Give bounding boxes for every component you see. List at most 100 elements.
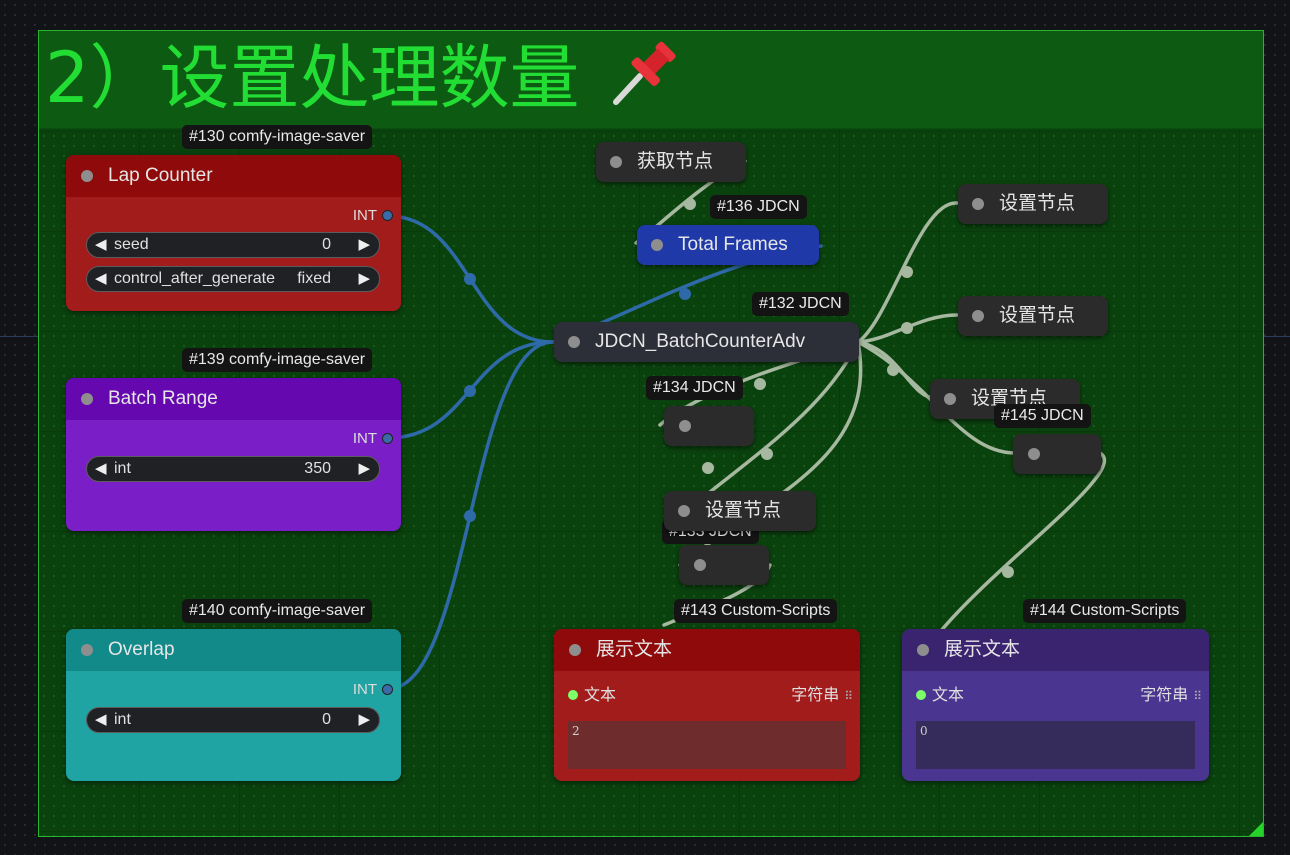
node-show-text-2[interactable]: 展示文本 文本 字符串 ⠿ 0 — [902, 629, 1209, 781]
collapse-dot-icon[interactable] — [81, 393, 93, 405]
widget-label: int — [114, 460, 131, 477]
decrement-arrow-icon[interactable]: ◀ — [95, 711, 107, 728]
group-header[interactable]: 2）设置处理数量 — [39, 31, 1263, 129]
widget-label: control_after_generate — [114, 270, 275, 287]
node-title: Lap Counter — [108, 165, 213, 186]
input-label: 文本 — [584, 687, 617, 704]
decrement-arrow-icon[interactable]: ◀ — [95, 270, 107, 287]
node-set-node-4[interactable]: 设置节点 — [664, 491, 816, 531]
node-title-bar[interactable]: Overlap — [66, 629, 401, 671]
output-pin-icon[interactable] — [382, 684, 393, 695]
decrement-arrow-icon[interactable]: ◀ — [95, 460, 107, 477]
pushpin-icon — [612, 41, 676, 105]
output-label: INT — [352, 430, 377, 447]
collapse-dot-icon[interactable] — [81, 644, 93, 656]
widget-value: 350 — [304, 460, 331, 477]
widget-value: 0 — [322, 711, 331, 728]
collapse-dot-icon[interactable] — [651, 239, 663, 251]
widget-control-after-generate[interactable]: ◀ control_after_generate fixed ▶ — [86, 266, 380, 292]
output-slot-int[interactable]: INT — [353, 681, 393, 698]
node-badge: #140 comfy-image-saver — [182, 599, 373, 623]
node-total-frames[interactable]: Total Frames — [637, 225, 819, 265]
node-label: 获取节点 — [637, 151, 714, 172]
node-label: 设置节点 — [999, 193, 1076, 214]
input-pin-icon[interactable] — [568, 690, 578, 700]
input-type: 字符串 ⠿ — [1140, 681, 1202, 705]
node-title-bar[interactable]: 展示文本 — [902, 629, 1209, 671]
node-badge: #134 JDCN — [646, 376, 743, 400]
node-title: 展示文本 — [596, 639, 673, 660]
node-show-text-1[interactable]: 展示文本 文本 字符串 ⠿ 2 — [554, 629, 860, 781]
node-badge: #145 JDCN — [994, 404, 1091, 428]
node-badge: #139 comfy-image-saver — [182, 348, 373, 372]
increment-arrow-icon[interactable]: ▶ — [358, 460, 370, 477]
node-134-collapsed[interactable] — [664, 406, 754, 446]
type-label: 字符串 — [1140, 687, 1189, 704]
increment-arrow-icon[interactable]: ▶ — [358, 711, 370, 728]
widget-value: fixed — [297, 270, 331, 287]
widget-value: 0 — [322, 236, 331, 253]
node-badge: #144 Custom-Scripts — [1023, 599, 1187, 623]
node-label: JDCN_BatchCounterAdv — [595, 331, 806, 352]
collapse-dot-icon[interactable] — [1028, 448, 1040, 460]
output-pin-icon[interactable] — [382, 433, 393, 444]
output-label: INT — [352, 681, 377, 698]
text-display[interactable]: 0 — [916, 721, 1195, 769]
collapse-dot-icon[interactable] — [610, 156, 622, 168]
input-pin-icon[interactable] — [916, 690, 926, 700]
group-title: 2）设置处理数量 — [45, 35, 680, 121]
node-label: 设置节点 — [999, 305, 1076, 326]
collapse-dot-icon[interactable] — [972, 310, 984, 322]
node-overlap[interactable]: Overlap INT ◀ int 0 ▶ — [66, 629, 401, 781]
input-slot-text[interactable]: 文本 — [916, 681, 964, 705]
type-label: 字符串 — [791, 687, 840, 704]
collapse-dot-icon[interactable] — [679, 420, 691, 432]
widget-int[interactable]: ◀ int 0 ▶ — [86, 707, 380, 733]
node-title-bar[interactable]: Lap Counter — [66, 155, 401, 197]
text-display[interactable]: 2 — [568, 721, 846, 769]
output-slot-int[interactable]: INT — [353, 207, 393, 224]
grid-icon: ⠿ — [844, 689, 853, 703]
node-badge: #132 JDCN — [752, 292, 849, 316]
node-get-node[interactable]: 获取节点 — [596, 142, 746, 182]
input-slot-text[interactable]: 文本 — [568, 681, 616, 705]
node-badge: #143 Custom-Scripts — [674, 599, 838, 623]
node-lap-counter[interactable]: Lap Counter INT ◀ seed 0 ▶ ◀ control_aft… — [66, 155, 401, 311]
decrement-arrow-icon[interactable]: ◀ — [95, 236, 107, 253]
node-badge: #136 JDCN — [710, 195, 807, 219]
node-jdcn-batch-counter-adv[interactable]: JDCN_BatchCounterAdv — [554, 322, 859, 362]
collapse-dot-icon[interactable] — [678, 505, 690, 517]
node-title: Batch Range — [108, 388, 218, 409]
output-pin-icon[interactable] — [382, 210, 393, 221]
node-badge: #130 comfy-image-saver — [182, 125, 373, 149]
grid-icon: ⠿ — [1193, 689, 1202, 703]
collapse-dot-icon[interactable] — [917, 644, 929, 656]
node-set-node-2[interactable]: 设置节点 — [958, 296, 1108, 336]
node-set-node-1[interactable]: 设置节点 — [958, 184, 1108, 224]
node-title: 展示文本 — [944, 639, 1021, 660]
node-title-bar[interactable]: 展示文本 — [554, 629, 860, 671]
output-slot-int[interactable]: INT — [353, 430, 393, 447]
collapse-dot-icon[interactable] — [944, 393, 956, 405]
collapse-dot-icon[interactable] — [694, 559, 706, 571]
output-label: INT — [352, 207, 377, 224]
collapse-dot-icon[interactable] — [569, 644, 581, 656]
node-145-collapsed[interactable] — [1013, 434, 1101, 474]
node-batch-range[interactable]: Batch Range INT ◀ int 350 ▶ — [66, 378, 401, 531]
input-label: 文本 — [932, 687, 965, 704]
widget-int[interactable]: ◀ int 350 ▶ — [86, 456, 380, 482]
input-type: 字符串 ⠿ — [791, 681, 853, 705]
widget-seed[interactable]: ◀ seed 0 ▶ — [86, 232, 380, 258]
widget-label: int — [114, 711, 131, 728]
group-resize-handle[interactable] — [1249, 822, 1263, 836]
increment-arrow-icon[interactable]: ▶ — [358, 270, 370, 287]
collapse-dot-icon[interactable] — [568, 336, 580, 348]
increment-arrow-icon[interactable]: ▶ — [358, 236, 370, 253]
node-label: 设置节点 — [971, 388, 1048, 409]
node-133-collapsed[interactable] — [679, 545, 769, 585]
node-label: 设置节点 — [705, 500, 782, 521]
node-title-bar[interactable]: Batch Range — [66, 378, 401, 420]
collapse-dot-icon[interactable] — [81, 170, 93, 182]
widget-label: seed — [114, 236, 149, 253]
collapse-dot-icon[interactable] — [972, 198, 984, 210]
